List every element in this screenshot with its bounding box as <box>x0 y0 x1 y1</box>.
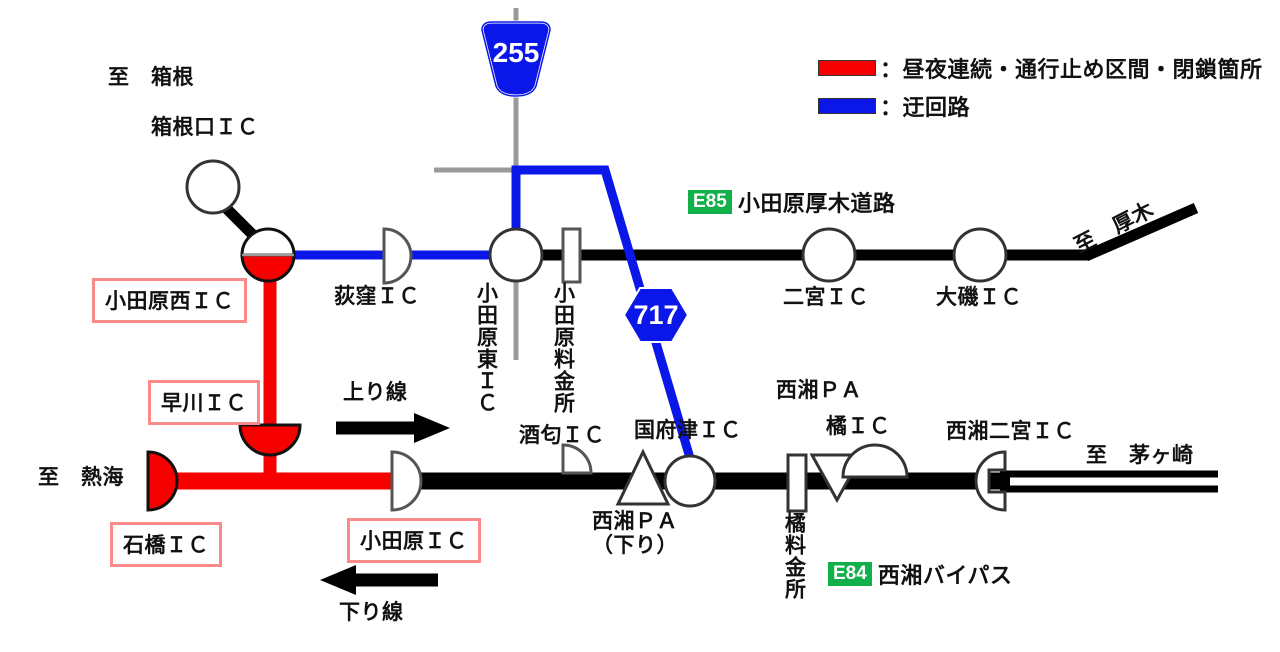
hakoneguchi-ic-circle-icon <box>185 159 241 215</box>
legend: ：昼夜連続・通行止め区間・閉鎖箇所 ：迂回路 <box>818 52 1263 128</box>
ishibashi-ic-half-disc-icon <box>146 450 179 512</box>
outbound-lane-label: 下り線 <box>339 601 404 624</box>
inbound-lane-arrow-icon <box>336 413 450 443</box>
hakoneguchi-ic-label: 箱根口ＩＣ <box>151 116 259 139</box>
seisho-pa-down-line2: （下り） <box>592 533 678 557</box>
closed-label-odawara: 小田原ＩＣ <box>347 518 481 563</box>
kouzu-ic-label: 国府津ＩＣ <box>634 419 742 442</box>
seisho-pa-down-triangle-icon <box>615 448 671 506</box>
ogikubo-ic-label: 荻窪ＩＣ <box>334 285 420 308</box>
oiso-ic-circle-icon <box>952 227 1008 283</box>
route-717-number: 717 <box>633 299 679 330</box>
seisho-pa-up-label: 西湘ＰＡ <box>776 379 862 402</box>
badge-odawara-atsugi-road: E85 小田原厚木道路 <box>688 186 895 218</box>
seisho-pa-down-label: 西湘ＰＡ （下り） <box>579 510 691 557</box>
ninomiya-ic-label: 二宮ＩＣ <box>783 286 869 309</box>
tachibana-ic-label: 橘ＩＣ <box>826 415 891 438</box>
route-255-shield-label: 255 <box>479 22 553 96</box>
legend-closure-swatch <box>818 60 876 76</box>
legend-item-closure: ：昼夜連続・通行止め区間・閉鎖箇所 <box>818 52 1263 84</box>
tachibana-tollgate-label: 橘料金所 <box>782 512 806 600</box>
legend-closure-label: ：昼夜連続・通行止め区間・閉鎖箇所 <box>880 57 1263 82</box>
inbound-lane-label: 上り線 <box>343 381 408 404</box>
sakawa-ic-half-disc-icon <box>561 443 593 475</box>
ogikubo-ic-half-disc-icon <box>382 227 413 285</box>
direction-to-chigasaki: 至 茅ヶ崎 <box>1086 444 1194 467</box>
oiso-ic-label: 大磯ＩＣ <box>936 286 1022 309</box>
legend-item-detour: ：迂回路 <box>818 90 1263 122</box>
legend-detour-label: ：迂回路 <box>880 95 971 120</box>
direction-to-hakone: 至 箱根 <box>108 66 194 89</box>
ninomiya-ic-circle-icon <box>801 227 857 283</box>
sakawa-ic-label: 酒匂ＩＣ <box>519 424 605 447</box>
badge-code-e85: E85 <box>688 189 732 215</box>
route-255-number: 255 <box>492 37 540 68</box>
odawara-higashi-ic-label: 小田原東ＩＣ <box>474 282 498 414</box>
legend-detour-swatch <box>818 98 876 114</box>
closed-label-odawara-nishi: 小田原西ＩＣ <box>92 278 247 323</box>
badge-name-seisho-bypass: 西湘バイパス <box>877 563 1013 588</box>
hayakawa-ic-half-disc-icon <box>238 423 302 457</box>
closed-label-ishibashi: 石橋ＩＣ <box>110 522 222 567</box>
outbound-lane-arrow-icon <box>320 565 438 595</box>
badge-seisho-bypass: E84 西湘バイパス <box>828 558 1012 590</box>
badge-code-e84: E84 <box>828 561 872 587</box>
shield-717-icon <box>622 287 690 343</box>
odawara-nishi-ic-half-circle-icon <box>240 227 296 283</box>
closed-label-hayakawa: 早川ＩＣ <box>148 380 260 425</box>
odawara-atsugi-atsugi-leg <box>1083 202 1199 262</box>
tachibana-ic-half-disc-icon <box>841 443 909 479</box>
tachibana-tollgate-rect-icon <box>786 453 808 513</box>
seisho-pa-down-line1: 西湘ＰＡ <box>592 510 678 533</box>
direction-to-atami: 至 熱海 <box>38 466 124 489</box>
odawara-tollgate-rect-icon <box>561 227 582 284</box>
seisho-ninomiya-ic-label: 西湘二宮ＩＣ <box>946 420 1075 443</box>
odawara-tollgate-label: 小田原料金所 <box>551 282 575 414</box>
odawara-ic-half-disc-icon <box>390 450 423 512</box>
route-717-shield-label: 717 <box>624 284 688 346</box>
badge-name-odawara-atsugi: 小田原厚木道路 <box>737 191 896 216</box>
odawara-higashi-ic-circle-icon <box>488 227 544 283</box>
seisho-ninomiya-ic-circle-icon <box>974 450 1007 512</box>
kouzu-ic-circle-icon <box>663 454 717 508</box>
shield-255-icon <box>480 20 552 98</box>
